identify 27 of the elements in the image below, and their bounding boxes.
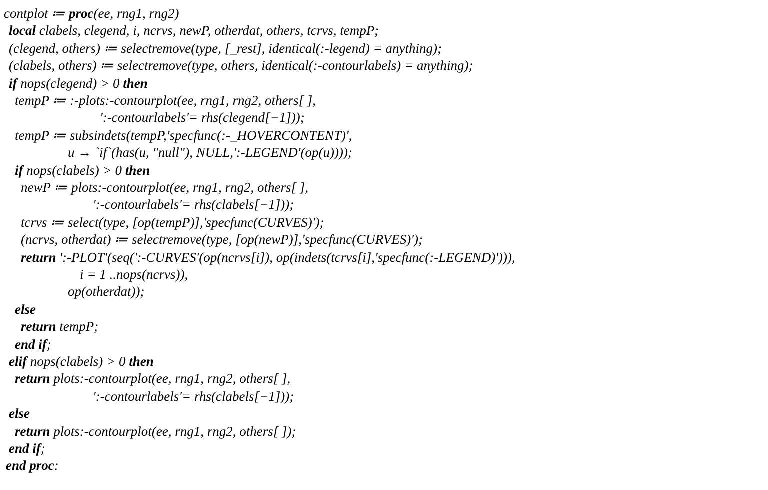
code-line: newP ≔ plots:-contourplot(ee, rng1, rng2, others[ ], — [21, 180, 308, 196]
code-line: end proc: — [6, 458, 59, 474]
code-line: ':-contourlabels'= rhs(clabels[−1])); — [93, 197, 294, 214]
code-line: if nops(clabels) > 0 then — [15, 162, 150, 179]
code-line: else — [9, 406, 30, 422]
code-line: tcrvs ≔ select(type, [op(tempP)],'specfunc(CURVES)'); — [21, 214, 324, 231]
code-line: local clabels, clegend, i, ncrvs, newP, otherdat, others, tcrvs, tempP; — [9, 23, 380, 40]
code-line: return plots:-contourplot(ee, rng1, rng2, others[ ]); — [15, 424, 296, 440]
code-line: end if; — [15, 336, 52, 353]
code-line: return ':-PLOT'(seq(':-CURVES'(op(ncrvs[i]), op(indets(tcrvs[i],'specfunc(:-LEGEND)'))), — [21, 250, 516, 266]
code-line: op(otherdat)); — [68, 284, 145, 300]
code-line: ':-contourlabels'= rhs(clegend[−1])); — [100, 110, 305, 126]
code-line: (ncrvs, otherdat) ≔ selectremove(type, [op(newP)],'specfunc(CURVES)'); — [21, 232, 424, 248]
code-line: else — [15, 302, 36, 318]
code-line: ':-contourlabels'= rhs(clabels[−1])); — [93, 388, 294, 405]
code-line: tempP ≔ subsindets(tempP,'specfunc(:-_HOVERCONTENT)', — [15, 128, 352, 144]
code-line: contplot ≔ proc(ee, rng1, rng2) — [4, 6, 180, 22]
code-line: if nops(clegend) > 0 then — [9, 76, 148, 92]
code-line: i = 1 ..nops(ncrvs)), — [80, 267, 188, 283]
code-line: (clegend, others) ≔ selectremove(type, [_rest], identical(:-legend) = anything); — [9, 40, 442, 57]
code-line: u → `if`(has(u, "null"), NULL,':-LEGEND'(op(u)))); — [68, 145, 352, 162]
code-line: tempP ≔ :-plots:-contourplot(ee, rng1, rng2, others[ ], — [15, 93, 316, 109]
code-line: elif nops(clabels) > 0 then — [9, 354, 154, 370]
code-line: return tempP; — [21, 319, 99, 336]
code-line: end if; — [9, 441, 46, 457]
code-line: (clabels, others) ≔ selectremove(type, others, identical(:-contourlabels) = anything); — [9, 58, 474, 74]
code-line: return plots:-contourplot(ee, rng1, rng2, others[ ], — [15, 371, 291, 388]
